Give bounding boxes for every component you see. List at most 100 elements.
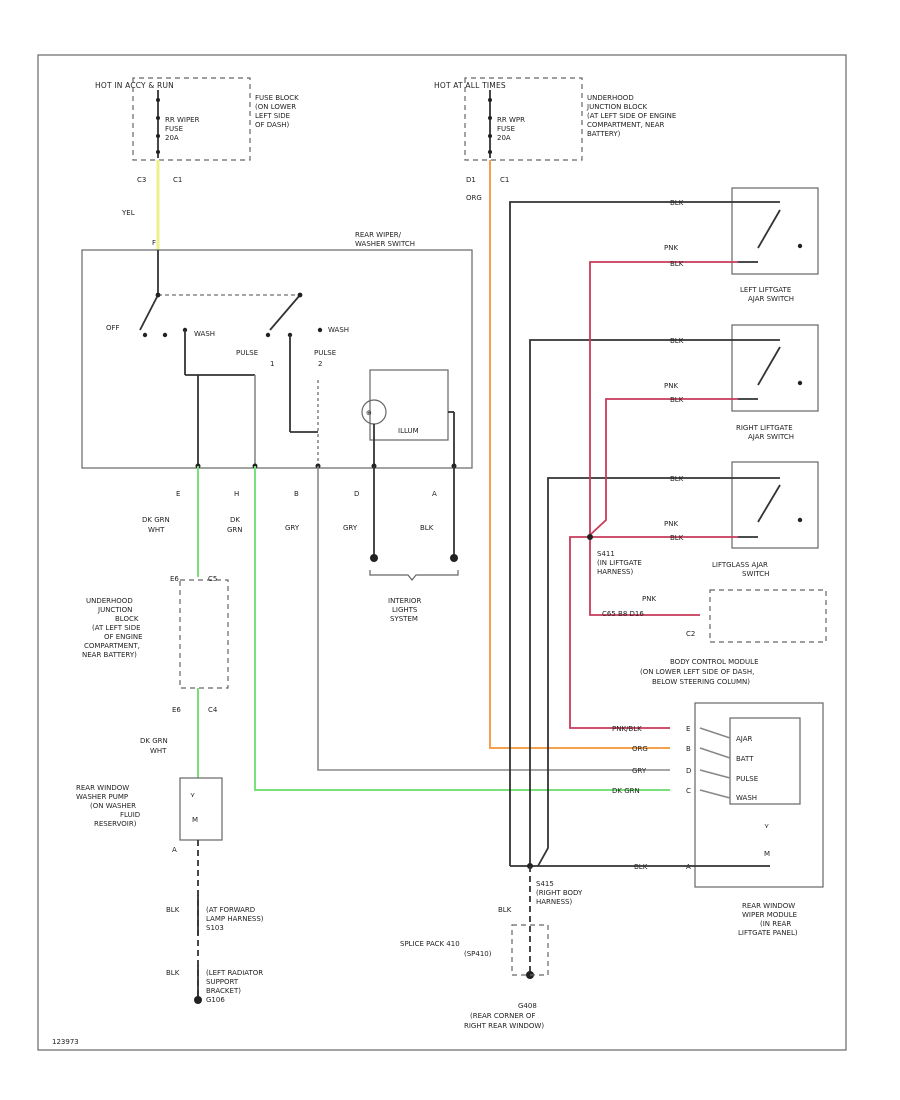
svg-text:DK GRN: DK GRN bbox=[140, 737, 168, 745]
svg-text:A: A bbox=[686, 863, 691, 871]
svg-text:WHT: WHT bbox=[148, 526, 165, 534]
svg-text:S103: S103 bbox=[206, 924, 224, 932]
svg-text:DK GRN: DK GRN bbox=[142, 516, 170, 524]
hot-accy-run-label: HOT IN ACCY & RUN bbox=[95, 81, 174, 90]
interior-lights-label: INTERIOR LIGHTS SYSTEM bbox=[388, 597, 421, 623]
svg-text:E6: E6 bbox=[172, 706, 181, 714]
svg-text:BLK: BLK bbox=[166, 969, 180, 977]
dk-grn-wire bbox=[254, 466, 670, 791]
svg-text:GRY: GRY bbox=[632, 767, 647, 775]
svg-text:BLK: BLK bbox=[670, 260, 684, 268]
yel-wire-label: YEL bbox=[121, 209, 135, 217]
svg-text:BLK: BLK bbox=[634, 863, 648, 871]
mid-wire-labels: DK GRN WHT DK GRN GRY GRY BLK bbox=[142, 516, 434, 534]
gry-wire-b bbox=[317, 466, 670, 771]
svg-text:PNK: PNK bbox=[664, 520, 678, 528]
svg-text:C1: C1 bbox=[500, 176, 509, 184]
svg-text:HARNESS): HARNESS) bbox=[597, 568, 633, 576]
svg-text:(SP410): (SP410) bbox=[464, 950, 492, 958]
svg-text:⊕: ⊕ bbox=[366, 409, 372, 417]
svg-text:C: C bbox=[686, 787, 691, 795]
svg-text:OF ENGINE: OF ENGINE bbox=[104, 633, 143, 641]
liftglass-ajar-switch: LIFTGLASS AJAR SWITCH bbox=[712, 461, 819, 578]
svg-text:HARNESS): HARNESS) bbox=[536, 898, 572, 906]
svg-text:RR WPR: RR WPR bbox=[497, 116, 525, 124]
svg-text:(IN REAR: (IN REAR bbox=[760, 920, 791, 928]
svg-text:AJAR SWITCH: AJAR SWITCH bbox=[748, 433, 794, 441]
svg-text:E: E bbox=[686, 725, 690, 733]
figure-id: 123973 bbox=[52, 1038, 79, 1046]
svg-text:BATTERY): BATTERY) bbox=[587, 130, 621, 138]
blk-wire-sw1 bbox=[509, 201, 738, 866]
svg-text:LIFTGATE PANEL): LIFTGATE PANEL) bbox=[738, 929, 798, 937]
svg-text:BODY CONTROL MODULE: BODY CONTROL MODULE bbox=[670, 658, 759, 666]
svg-text:C1: C1 bbox=[173, 176, 182, 184]
svg-text:COMPARTMENT,: COMPARTMENT, bbox=[84, 642, 140, 650]
svg-text:PNK/BLK: PNK/BLK bbox=[612, 725, 642, 733]
svg-text:M: M bbox=[192, 816, 198, 824]
svg-text:(AT FORWARD: (AT FORWARD bbox=[206, 906, 255, 914]
svg-text:(IN LIFTGATE: (IN LIFTGATE bbox=[597, 559, 642, 567]
svg-text:SUPPORT: SUPPORT bbox=[206, 978, 239, 986]
svg-text:PNK: PNK bbox=[664, 244, 678, 252]
svg-text:JUNCTION: JUNCTION bbox=[97, 606, 132, 614]
blk-wire-sw3 bbox=[537, 477, 738, 867]
pnk-wire-sw1 bbox=[589, 261, 738, 616]
svg-text:SPLICE PACK 410: SPLICE PACK 410 bbox=[400, 940, 460, 948]
svg-text:D: D bbox=[354, 490, 359, 498]
left-liftgate-ajar-switch: LEFT LIFTGATE AJAR SWITCH bbox=[731, 187, 819, 303]
blk-wire-sw2 bbox=[529, 339, 738, 866]
svg-text:BLK: BLK bbox=[670, 396, 684, 404]
svg-text:AJAR SWITCH: AJAR SWITCH bbox=[748, 295, 794, 303]
svg-text:B: B bbox=[294, 490, 299, 498]
svg-text:WASHER SWITCH: WASHER SWITCH bbox=[355, 240, 415, 248]
svg-text:LAMP HARNESS): LAMP HARNESS) bbox=[206, 915, 264, 923]
rear-window-wiper-module: AJAR BATT PULSE WASH ⋎ M E B D C A PNK/B… bbox=[612, 702, 824, 937]
svg-text:SYSTEM: SYSTEM bbox=[390, 615, 418, 623]
svg-text:BLK: BLK bbox=[420, 524, 434, 532]
svg-text:RESERVOIR): RESERVOIR) bbox=[94, 820, 137, 828]
svg-text:(LEFT RADIATOR: (LEFT RADIATOR bbox=[206, 969, 263, 977]
body-control-module: PNK C65 B8 D16 C2 BODY CONTROL MODULE (O… bbox=[602, 589, 827, 686]
svg-text:BATT: BATT bbox=[736, 755, 754, 763]
svg-text:LIFTGLASS AJAR: LIFTGLASS AJAR bbox=[712, 561, 768, 569]
svg-text:PULSE: PULSE bbox=[236, 349, 258, 357]
svg-text:E6: E6 bbox=[170, 575, 179, 583]
svg-text:DK GRN: DK GRN bbox=[612, 787, 640, 795]
svg-text:A: A bbox=[172, 846, 177, 854]
svg-text:D1: D1 bbox=[466, 176, 476, 184]
svg-text:FUSE BLOCK: FUSE BLOCK bbox=[255, 94, 299, 102]
rear-window-washer-pump: ⋎ M REAR WINDOW WASHER PUMP (ON WASHER F… bbox=[76, 777, 223, 1004]
svg-text:H: H bbox=[234, 490, 239, 498]
svg-text:1: 1 bbox=[270, 360, 274, 368]
svg-text:PULSE: PULSE bbox=[736, 775, 758, 783]
svg-text:C2: C2 bbox=[686, 630, 695, 638]
svg-text:F: F bbox=[152, 239, 156, 247]
right-liftgate-ajar-switch: RIGHT LIFTGATE AJAR SWITCH bbox=[731, 324, 819, 441]
svg-text:COMPARTMENT, NEAR: COMPARTMENT, NEAR bbox=[587, 121, 665, 129]
svg-text:(RIGHT BODY: (RIGHT BODY bbox=[536, 889, 583, 897]
svg-text:20A: 20A bbox=[497, 134, 511, 142]
svg-text:DK: DK bbox=[230, 516, 240, 524]
svg-text:E: E bbox=[176, 490, 180, 498]
svg-text:WASH: WASH bbox=[328, 326, 349, 334]
svg-text:C3: C3 bbox=[137, 176, 146, 184]
svg-text:GRY: GRY bbox=[343, 524, 358, 532]
svg-text:BLOCK: BLOCK bbox=[115, 615, 139, 623]
svg-text:A: A bbox=[432, 490, 437, 498]
svg-text:INTERIOR: INTERIOR bbox=[388, 597, 421, 605]
svg-text:(ON WASHER: (ON WASHER bbox=[90, 802, 136, 810]
svg-text:20A: 20A bbox=[165, 134, 179, 142]
underhood-junction-block-lower: E6 C5 UNDERHOOD JUNCTION BLOCK (AT LEFT … bbox=[82, 575, 229, 755]
svg-text:BELOW STEERING COLUMN): BELOW STEERING COLUMN) bbox=[652, 678, 750, 686]
svg-text:LIGHTS: LIGHTS bbox=[392, 606, 418, 614]
pnk-wire-sw3 bbox=[569, 536, 738, 729]
svg-text:M: M bbox=[764, 850, 770, 858]
svg-text:WHT: WHT bbox=[150, 747, 167, 755]
hot-all-times-label: HOT AT ALL TIMES bbox=[434, 81, 506, 90]
svg-text:(ON LOWER: (ON LOWER bbox=[255, 103, 296, 111]
svg-text:REAR WINDOW: REAR WINDOW bbox=[76, 784, 129, 792]
svg-text:BLK: BLK bbox=[498, 906, 512, 914]
svg-text:REAR WINDOW: REAR WINDOW bbox=[742, 902, 795, 910]
